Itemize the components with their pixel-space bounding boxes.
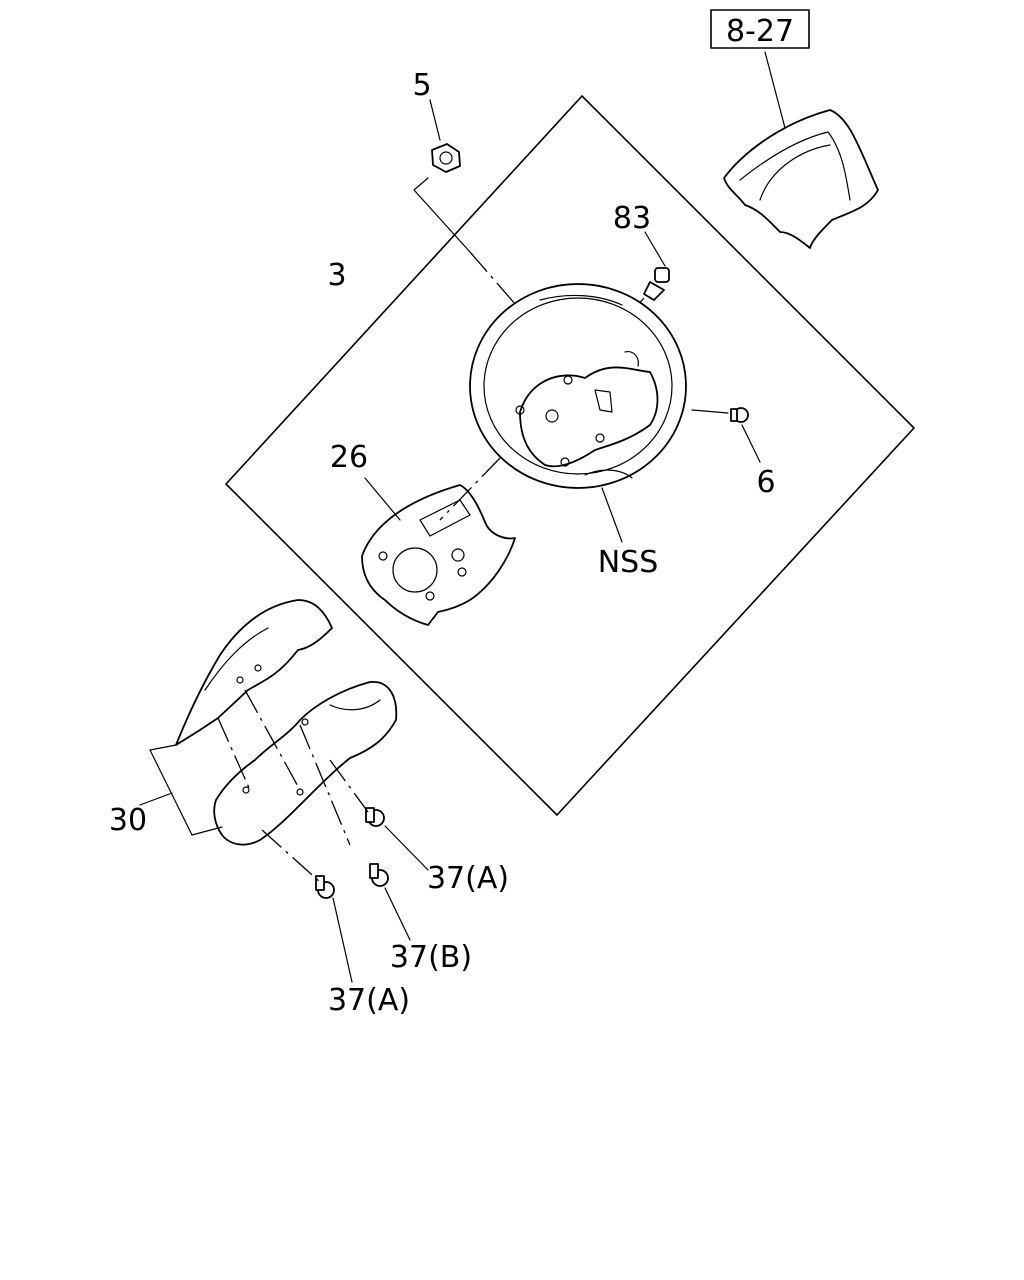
group-3-frame bbox=[225, 95, 915, 816]
callout-3[interactable]: 3 bbox=[327, 258, 346, 293]
svg-text:8-27: 8-27 bbox=[726, 14, 794, 49]
column-cover-30 bbox=[175, 599, 398, 846]
airbag-cover bbox=[723, 109, 879, 249]
steering-wheel bbox=[469, 283, 687, 489]
callout-30[interactable]: 30 bbox=[109, 803, 147, 838]
screw-37a-lower bbox=[315, 875, 335, 899]
bolt-83 bbox=[643, 267, 670, 301]
callout-83[interactable]: 83 bbox=[613, 201, 651, 236]
callout-6[interactable]: 6 bbox=[756, 465, 775, 500]
callout-nss[interactable]: NSS bbox=[598, 545, 659, 580]
callout-37a-upper[interactable]: 37(A) bbox=[427, 861, 509, 896]
reference-box-8-27[interactable]: 8-27 bbox=[710, 9, 810, 49]
callout-37a-lower[interactable]: 37(A) bbox=[328, 983, 410, 1018]
lower-cover-26 bbox=[361, 484, 516, 626]
callout-26[interactable]: 26 bbox=[330, 440, 368, 475]
callout-37b[interactable]: 37(B) bbox=[390, 940, 472, 975]
screw-6 bbox=[730, 407, 749, 423]
screw-37a-upper bbox=[365, 807, 385, 827]
screw-37b bbox=[369, 863, 389, 887]
callout-5[interactable]: 5 bbox=[412, 68, 431, 103]
nut-5 bbox=[431, 143, 461, 173]
